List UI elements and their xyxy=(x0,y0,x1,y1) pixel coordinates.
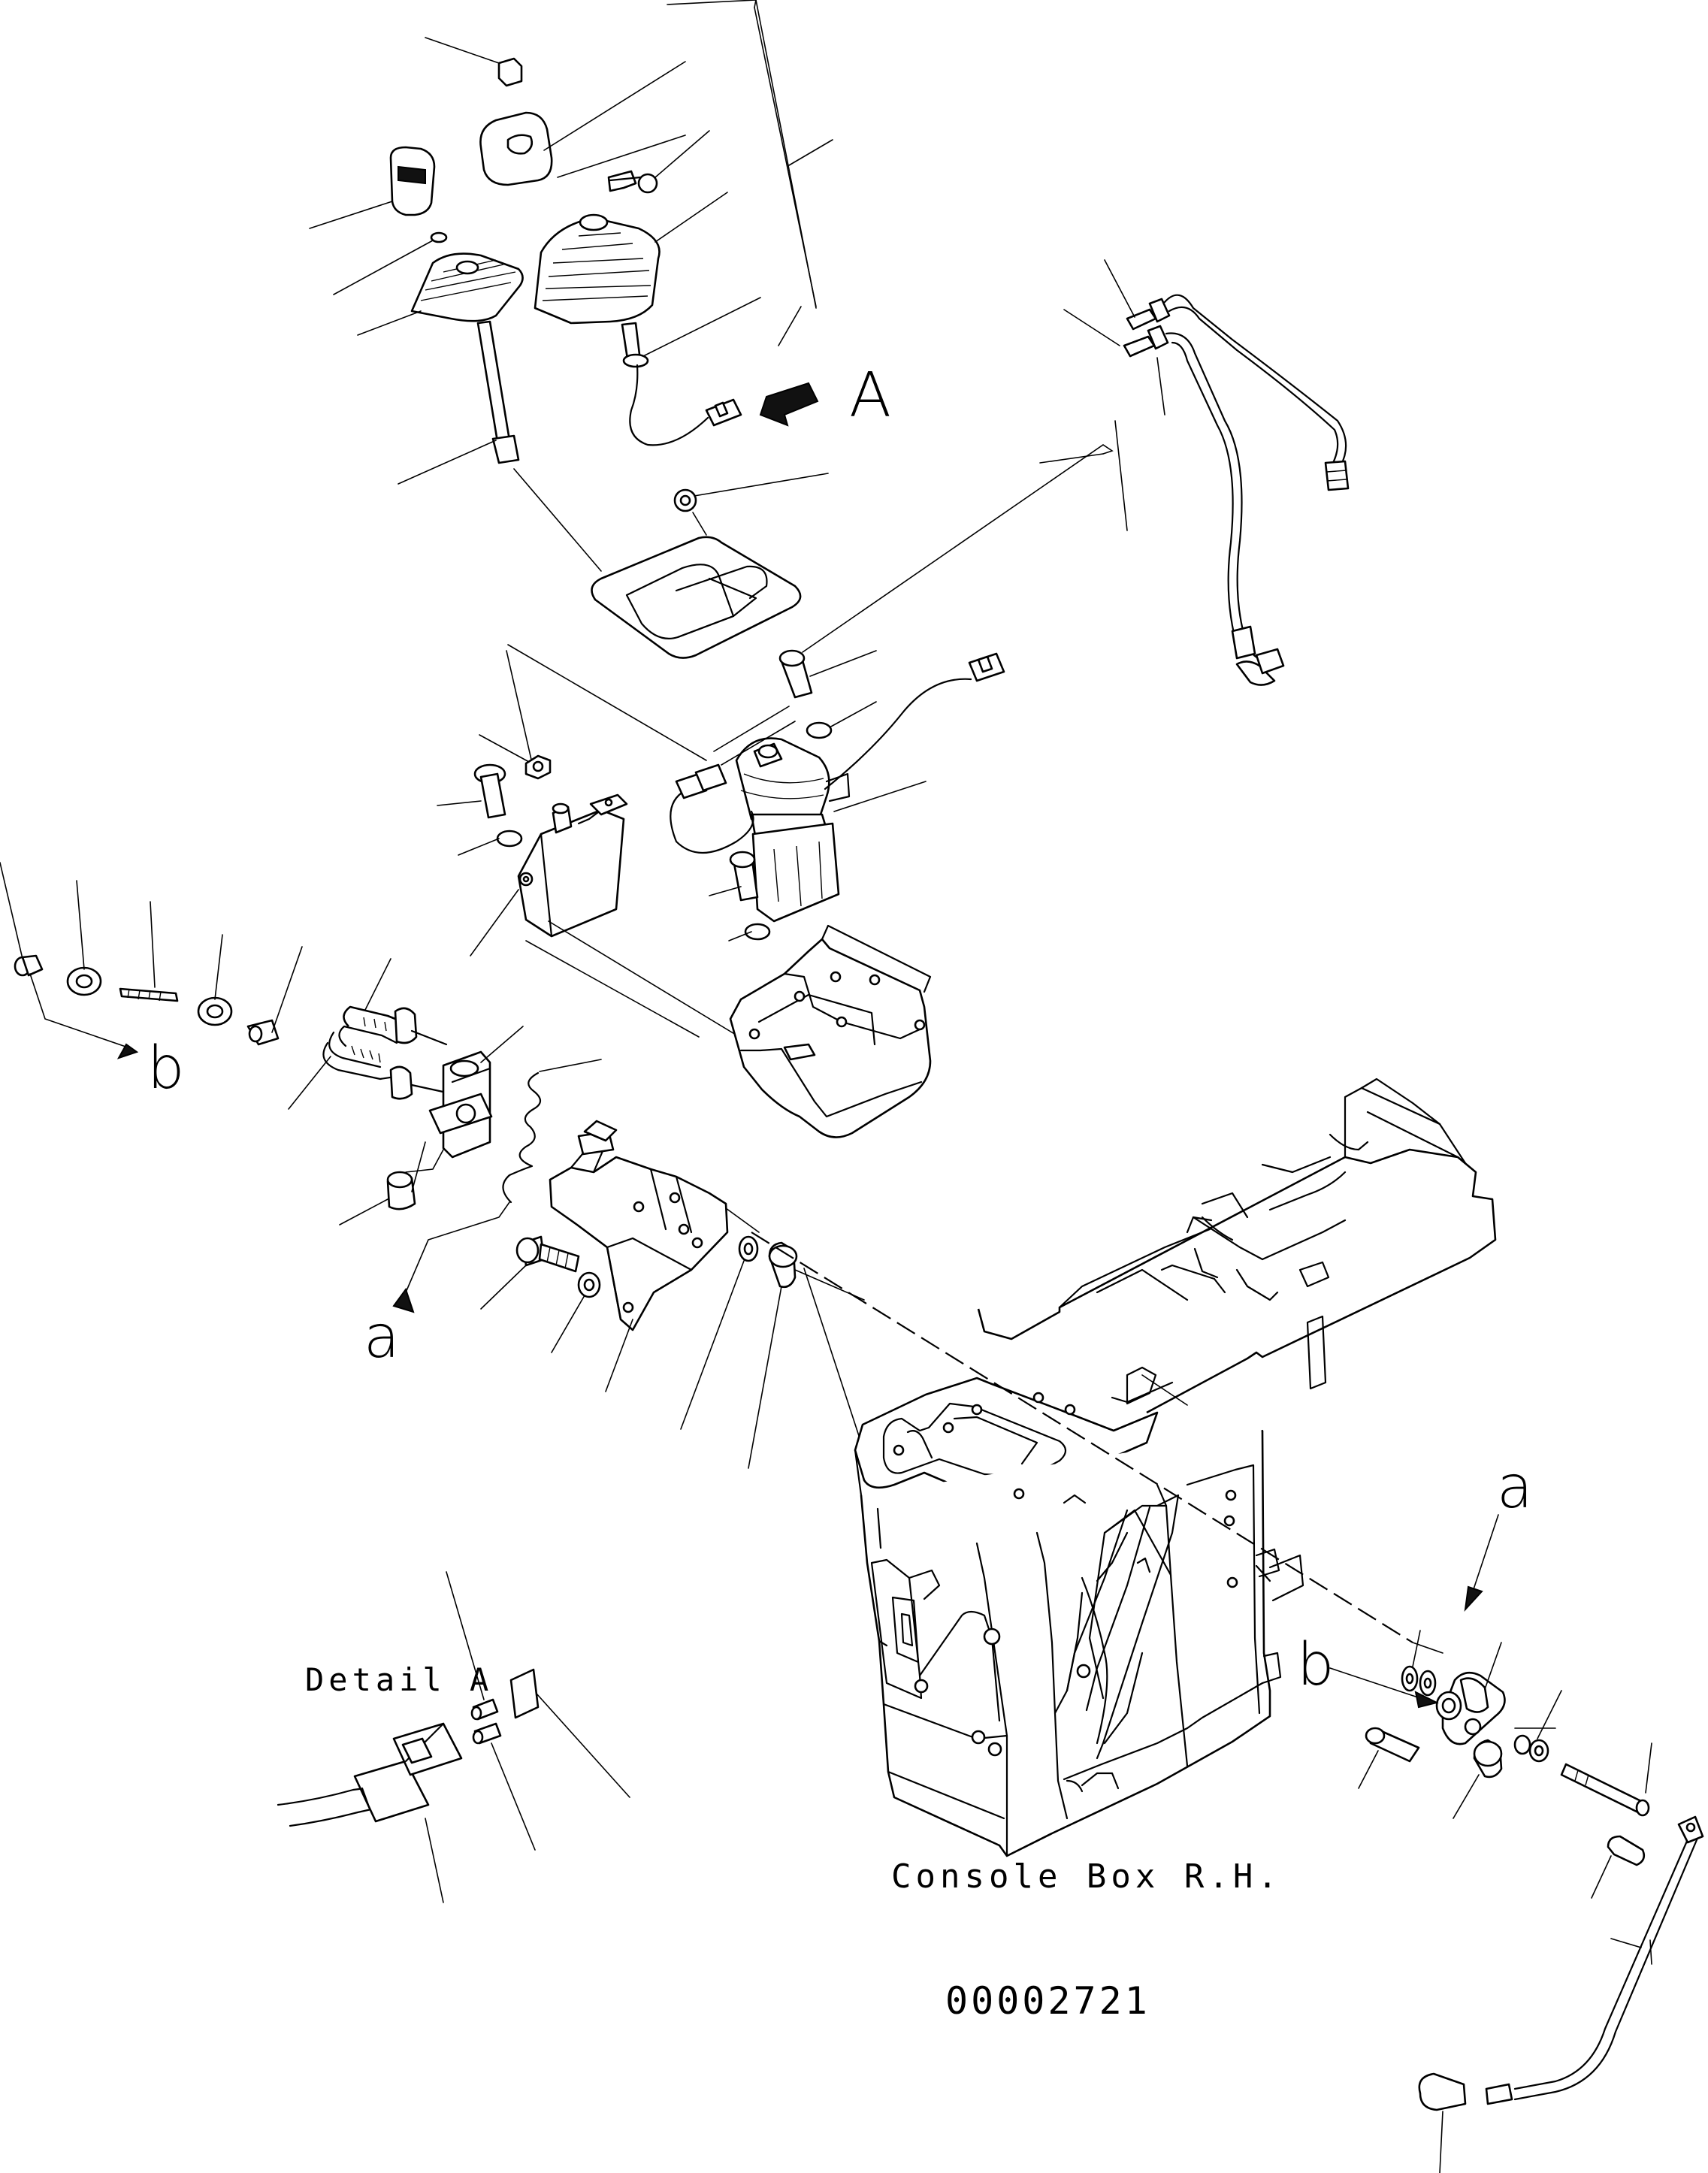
mount-plate xyxy=(729,924,932,1138)
switch-bracket xyxy=(437,734,740,1038)
console-box xyxy=(751,1077,1497,1857)
lever-shaft-left xyxy=(476,320,512,452)
detail-a-label: Detail A xyxy=(305,1661,493,1698)
lever-bracket xyxy=(392,1059,865,1469)
ref-b-left-label: b xyxy=(147,1035,185,1102)
lever-linkage-right xyxy=(1329,1514,1704,2173)
view-a-label: A xyxy=(849,360,891,431)
detail-a-connector xyxy=(277,1571,630,1903)
console-box-label: Console Box R.H. xyxy=(891,1857,1282,1896)
ref-a-right-label: a xyxy=(1497,1454,1533,1522)
u-bolt-assembly xyxy=(288,958,524,1226)
rubber-boot-left xyxy=(410,252,524,322)
part-number-label: 00002721 xyxy=(945,1979,1150,2023)
gasket-plate xyxy=(513,468,829,659)
hose-assembly xyxy=(802,259,1350,686)
ref-b-right-label: b xyxy=(1297,1631,1335,1699)
pilot-valve xyxy=(506,644,1005,941)
knob-cap xyxy=(497,57,523,87)
linkage-parts-left xyxy=(0,862,303,1059)
fitting-upper xyxy=(1126,308,1157,331)
knob-group xyxy=(309,0,833,485)
view-arrow-icon xyxy=(759,382,819,427)
bolt-small xyxy=(607,170,637,192)
ref-a-left-label: a xyxy=(364,1304,400,1371)
